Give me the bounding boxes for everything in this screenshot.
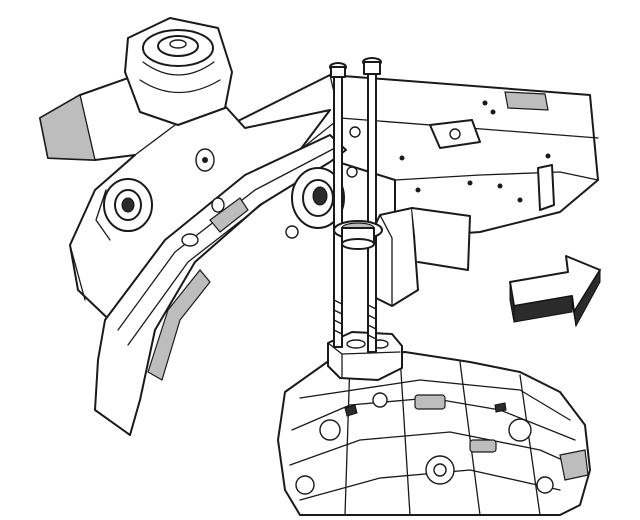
front-direction-arrow [509, 255, 601, 328]
bolt-left [329, 62, 347, 348]
support-frame [39, 17, 599, 436]
mounting-bolts [329, 57, 383, 353]
engine-mount [124, 17, 233, 126]
transmission [277, 351, 591, 516]
bolt-right [362, 57, 382, 353]
